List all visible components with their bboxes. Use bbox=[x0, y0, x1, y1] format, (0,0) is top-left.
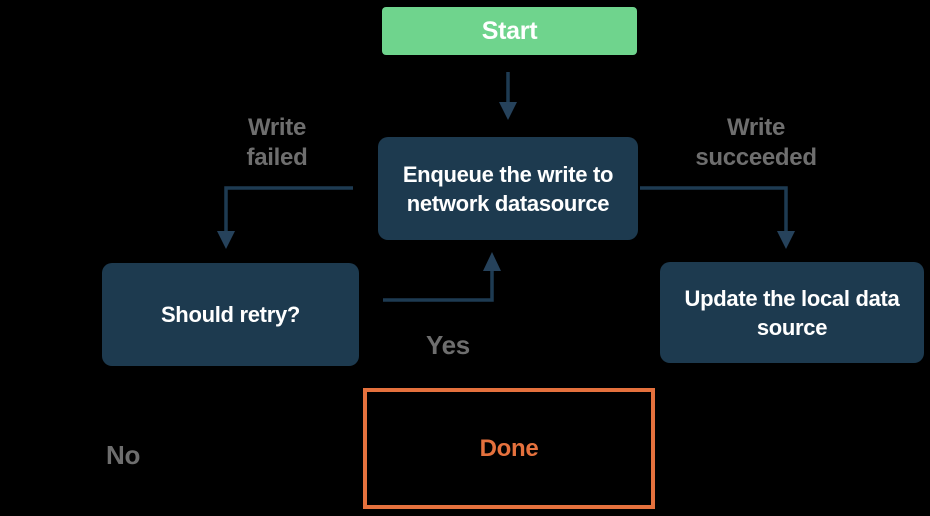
edge-label-write-failed: Write failed bbox=[246, 114, 308, 171]
node-start: Start bbox=[382, 7, 637, 55]
edge-label-yes: Yes bbox=[426, 330, 470, 360]
edge-label-no: No bbox=[105, 440, 141, 470]
node-enqueue-write: Enqueue the write to network datasource bbox=[378, 137, 638, 240]
arrow-write-succeeded-to-update bbox=[640, 186, 795, 249]
arrow-yes-retry-to-enqueue bbox=[383, 252, 501, 302]
node-should-retry: Should retry? bbox=[102, 263, 359, 366]
arrow-start-to-enqueue bbox=[499, 72, 517, 120]
node-done: Done bbox=[363, 388, 655, 509]
node-update-local-source: Update the local data source bbox=[660, 262, 924, 363]
arrow-write-failed-to-retry bbox=[217, 186, 353, 249]
edge-label-write-succeeded: Write succeeded bbox=[695, 114, 817, 171]
